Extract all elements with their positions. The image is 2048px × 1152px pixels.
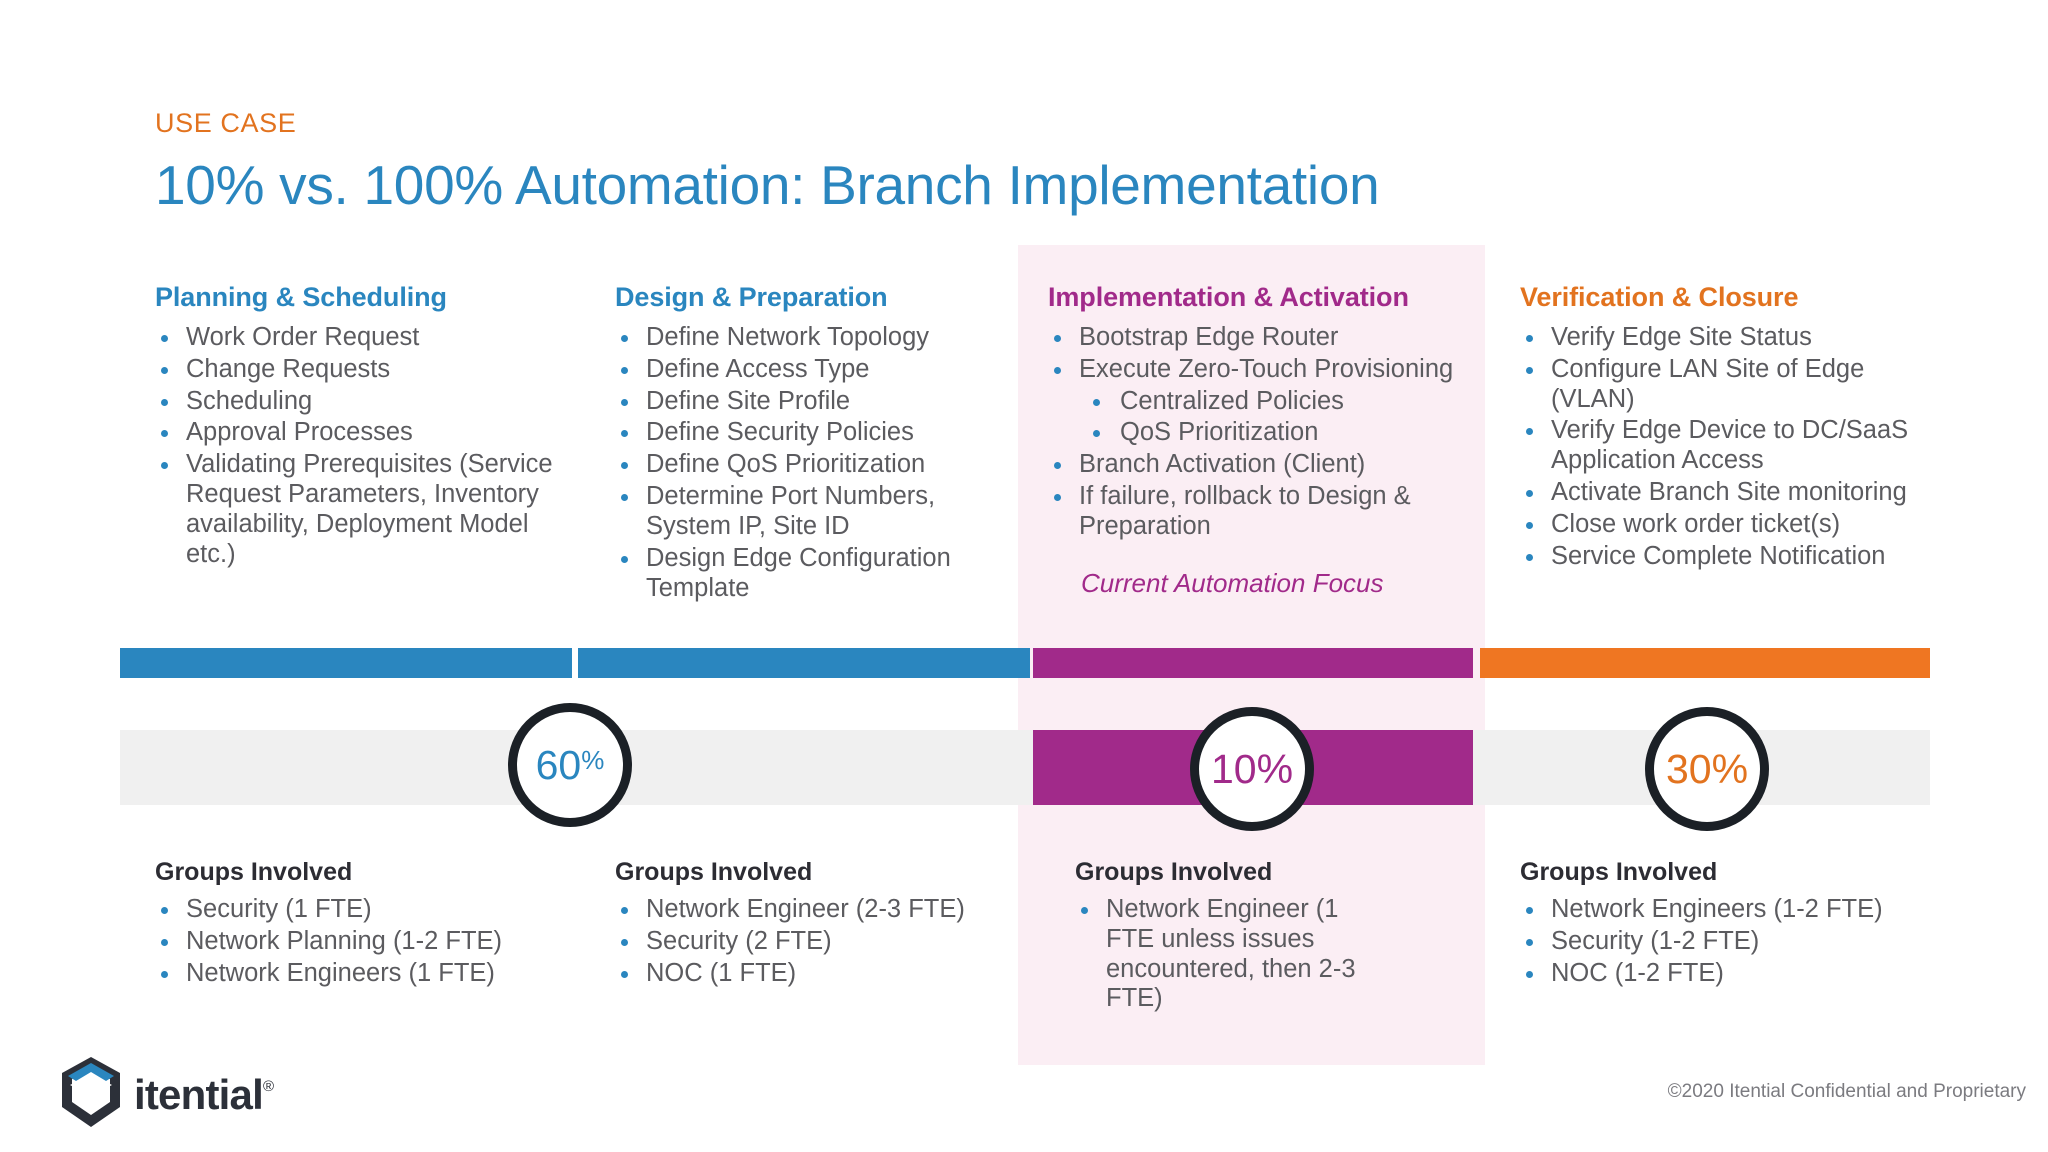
- effort-percent-value: 30%: [1665, 745, 1749, 792]
- registered-trademark-icon: ®: [262, 1077, 274, 1095]
- phase-column-implementation-activation: Implementation & Activation Bootstrap Ed…: [1048, 282, 1458, 599]
- group-item: Network Engineer (1 FTE unless issues en…: [1075, 895, 1365, 1014]
- bullet-item: Bootstrap Edge Router: [1048, 323, 1458, 353]
- phase-heading: Verification & Closure: [1520, 282, 1799, 312]
- phase-bar-design-preparation: [578, 648, 1030, 678]
- bullet-item-sub: QoS Prioritization: [1048, 418, 1458, 448]
- phase-column-verification-closure: Verification & Closure Verify Edge Site …: [1520, 282, 1920, 574]
- bullet-item: Design Edge Configuration Template: [615, 544, 995, 604]
- bullet-item: Define Site Profile: [615, 387, 995, 417]
- phase-bullet-list: Bootstrap Edge Router Execute Zero-Touch…: [1048, 323, 1458, 542]
- phase-bar-verification-closure: [1480, 648, 1930, 678]
- bullet-item: Work Order Request: [155, 323, 565, 353]
- bullet-item: Verify Edge Device to DC/SaaS Applicatio…: [1520, 416, 1920, 476]
- bullet-item: Scheduling: [155, 387, 565, 417]
- bullet-item: Verify Edge Site Status: [1520, 323, 1920, 353]
- phase-heading: Implementation & Activation: [1048, 282, 1409, 312]
- group-item: Network Engineers (1 FTE): [155, 959, 555, 989]
- group-item: Network Engineer (2-3 FTE): [615, 895, 1015, 925]
- itential-wordmark: itential®: [134, 1070, 274, 1118]
- phase-bar-implementation-activation: [1033, 648, 1473, 678]
- effort-band-background: [120, 730, 1930, 805]
- footer-copyright: ©2020 Itential Confidential and Propriet…: [1667, 1081, 2026, 1102]
- effort-percent-circle-30: 30%: [1645, 707, 1769, 831]
- groups-involved-planning-scheduling: Groups Involved Security (1 FTE) Network…: [155, 858, 555, 990]
- bullet-item: Define Network Topology: [615, 323, 995, 353]
- group-item: Security (2 FTE): [615, 927, 1015, 957]
- phase-heading: Planning & Scheduling: [155, 282, 447, 312]
- group-item: Security (1 FTE): [155, 895, 555, 925]
- groups-involved-title: Groups Involved: [615, 858, 813, 886]
- bullet-item: Validating Prerequisites (Service Reques…: [155, 450, 565, 569]
- bullet-item: Configure LAN Site of Edge (VLAN): [1520, 355, 1920, 415]
- effort-percent-circle-10: 10%: [1190, 707, 1314, 831]
- bullet-item: Define QoS Prioritization: [615, 450, 995, 480]
- slide-header: USE CASE 10% vs. 100% Automation: Branch…: [155, 108, 1380, 217]
- phase-bullet-list: Define Network Topology Define Access Ty…: [615, 323, 995, 603]
- bullet-item: Determine Port Numbers, System IP, Site …: [615, 482, 995, 542]
- eyebrow-label: USE CASE: [155, 108, 297, 138]
- groups-list: Network Engineers (1-2 FTE) Security (1-…: [1520, 895, 1920, 988]
- groups-involved-implementation-activation: Groups Involved Network Engineer (1 FTE …: [1075, 858, 1365, 1016]
- groups-list: Network Engineer (2-3 FTE) Security (2 F…: [615, 895, 1015, 988]
- phase-bullet-list: Work Order Request Change Requests Sched…: [155, 323, 565, 570]
- bullet-item: Service Complete Notification: [1520, 542, 1920, 572]
- current-automation-focus-note: Current Automation Focus: [1081, 567, 1384, 598]
- bullet-item: Branch Activation (Client): [1048, 450, 1458, 480]
- effort-percent-value: 10%: [1210, 745, 1294, 792]
- itential-hexagon-icon: [58, 1055, 124, 1134]
- group-item: NOC (1-2 FTE): [1520, 959, 1920, 989]
- effort-percent-circle-60: 60%: [508, 703, 632, 827]
- groups-involved-design-preparation: Groups Involved Network Engineer (2-3 FT…: [615, 858, 1015, 990]
- bullet-item: Define Security Policies: [615, 418, 995, 448]
- groups-list: Network Engineer (1 FTE unless issues en…: [1075, 895, 1365, 1014]
- group-item: Network Planning (1-2 FTE): [155, 927, 555, 957]
- phase-bar-track: [0, 648, 2048, 678]
- phase-columns: Planning & Scheduling Work Order Request…: [0, 282, 2048, 662]
- bullet-item: Activate Branch Site monitoring: [1520, 478, 1920, 508]
- groups-involved-title: Groups Involved: [155, 858, 353, 886]
- phase-bullet-list: Verify Edge Site Status Configure LAN Si…: [1520, 323, 1920, 572]
- group-item: Network Engineers (1-2 FTE): [1520, 895, 1920, 925]
- bullet-item: Execute Zero-Touch Provisioning: [1048, 355, 1458, 385]
- phase-column-design-preparation: Design & Preparation Define Network Topo…: [615, 282, 995, 605]
- phase-heading: Design & Preparation: [615, 282, 888, 312]
- phase-column-planning-scheduling: Planning & Scheduling Work Order Request…: [155, 282, 565, 572]
- group-item: Security (1-2 FTE): [1520, 927, 1920, 957]
- group-item: NOC (1 FTE): [615, 959, 1015, 989]
- effort-percent-value: 60%: [535, 741, 605, 788]
- bullet-item: If failure, rollback to Design & Prepara…: [1048, 482, 1458, 542]
- bullet-item: Close work order ticket(s): [1520, 510, 1920, 540]
- bullet-item: Define Access Type: [615, 355, 995, 385]
- bullet-item: Change Requests: [155, 355, 565, 385]
- groups-involved-title: Groups Involved: [1075, 858, 1273, 886]
- groups-involved-title: Groups Involved: [1520, 858, 1718, 886]
- phase-bar-planning-scheduling: [120, 648, 572, 678]
- groups-list: Security (1 FTE) Network Planning (1-2 F…: [155, 895, 555, 988]
- bullet-item-sub: Centralized Policies: [1048, 387, 1458, 417]
- page-title: 10% vs. 100% Automation: Branch Implemen…: [155, 154, 1380, 216]
- bullet-item: Approval Processes: [155, 418, 565, 448]
- itential-logo: itential®: [58, 1055, 274, 1134]
- groups-involved-verification-closure: Groups Involved Network Engineers (1-2 F…: [1520, 858, 1920, 990]
